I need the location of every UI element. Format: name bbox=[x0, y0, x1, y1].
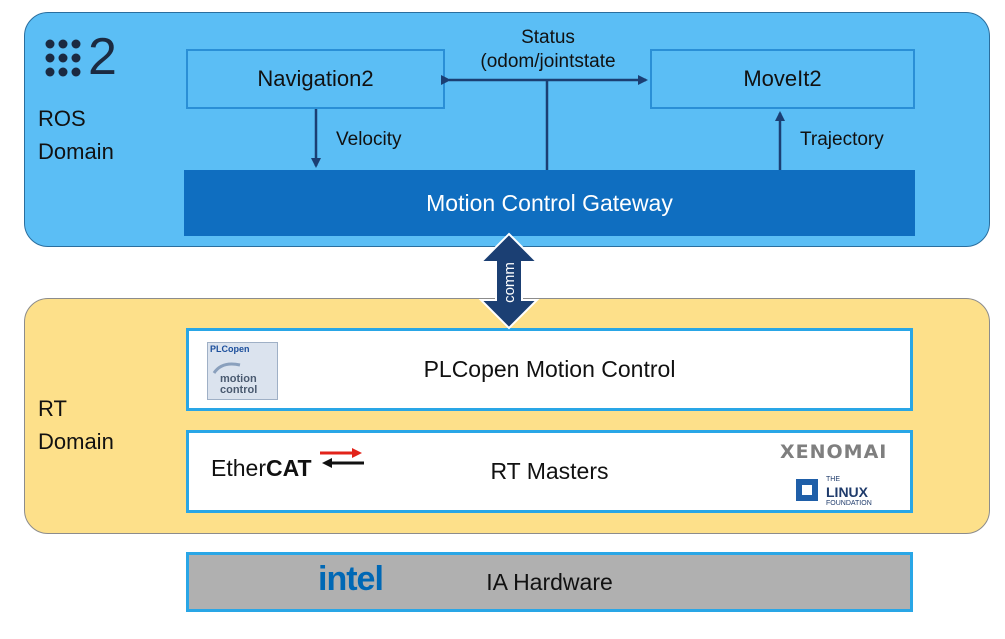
ia-hardware-box: IA Hardware bbox=[186, 552, 913, 612]
linux-foundation-the: THE bbox=[826, 476, 840, 483]
rt-domain-label-line2: Domain bbox=[38, 429, 114, 454]
ros2-dots-icon bbox=[45, 39, 81, 77]
moveit2-label: MoveIt2 bbox=[743, 66, 822, 91]
linux-foundation-name: LINUX bbox=[826, 484, 868, 500]
intel-logo: intel bbox=[318, 560, 384, 598]
ethercat-logo: EtherCAT bbox=[211, 455, 312, 482]
ia-hardware-label: IA Hardware bbox=[486, 568, 613, 595]
velocity-label: Velocity bbox=[336, 129, 402, 150]
status-label-line2: (odom/jointstate bbox=[480, 51, 616, 72]
plcopen-logo-line2: control bbox=[220, 384, 258, 396]
ros-domain-label-line2: Domain bbox=[38, 139, 114, 164]
motion-control-gateway-label: Motion Control Gateway bbox=[426, 189, 673, 216]
plcopen-logo-line1: motion bbox=[220, 373, 257, 385]
rt-masters-box: RT Masters bbox=[186, 430, 913, 513]
ros-domain-label: ROS Domain bbox=[38, 102, 114, 168]
rt-domain-label: RT Domain bbox=[38, 392, 114, 458]
navigation2-box: Navigation2 bbox=[186, 49, 445, 109]
ethercat-logo-suffix: CAT bbox=[265, 455, 312, 481]
plcopen-logo-top: PLCopen bbox=[210, 344, 250, 354]
navigation2-label: Navigation2 bbox=[257, 66, 374, 91]
moveit2-box: MoveIt2 bbox=[650, 49, 915, 109]
ros-domain-label-line1: ROS bbox=[38, 106, 86, 131]
plcopen-motion-control-box: PLCopen Motion Control bbox=[186, 328, 913, 411]
rt-masters-label: RT Masters bbox=[490, 458, 609, 484]
comm-label: comm bbox=[500, 261, 518, 303]
plcopen-logo: PLCopen motion control bbox=[207, 342, 278, 400]
plcopen-swirl-icon bbox=[212, 362, 241, 374]
xenomai-logo: XENOMAI bbox=[780, 441, 888, 463]
status-label-line1: Status bbox=[521, 27, 575, 48]
linux-foundation-logo: THE LINUX FOUNDATION bbox=[826, 475, 872, 509]
trajectory-label: Trajectory bbox=[800, 129, 884, 150]
ethercat-logo-prefix: Ether bbox=[211, 455, 266, 481]
comm-label-wrap: comm bbox=[493, 262, 525, 303]
plcopen-motion-control-label: PLCopen Motion Control bbox=[423, 356, 676, 382]
ethercat-arrows-icon bbox=[320, 448, 364, 468]
rt-domain-label-line1: RT bbox=[38, 396, 67, 421]
motion-control-gateway-box: Motion Control Gateway bbox=[184, 170, 915, 236]
linux-foundation-icon bbox=[796, 479, 818, 501]
status-label: Status (odom/jointstate bbox=[468, 26, 628, 74]
linux-foundation-foundation: FOUNDATION bbox=[826, 500, 872, 507]
ros2-logo-number: 2 bbox=[88, 28, 117, 86]
